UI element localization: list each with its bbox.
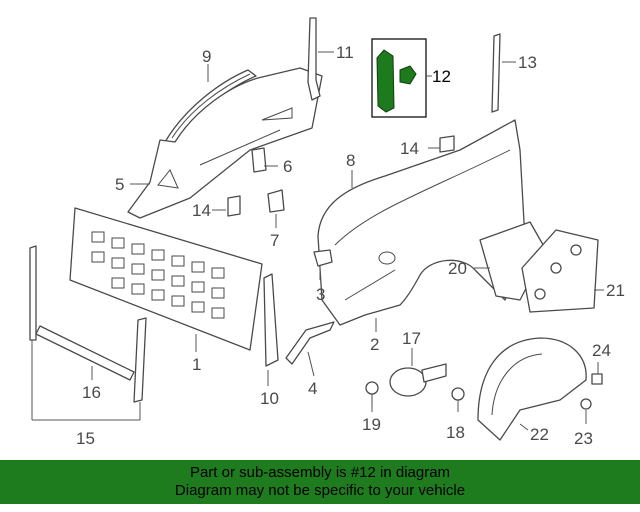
callout-19: 19 [362, 415, 381, 434]
part-7-bracket [267, 189, 285, 213]
part-5-inner-panel [127, 67, 323, 219]
banner-line-2: Diagram may not be specific to your vehi… [174, 482, 466, 499]
callout-24: 24 [592, 341, 611, 360]
part-11-strip [307, 17, 321, 101]
part-12-highlighted [371, 38, 427, 118]
callout-3: 3 [316, 285, 325, 304]
callout-17: 17 [402, 329, 421, 348]
part-3-bracket [313, 249, 333, 267]
callout-14-left: 14 [192, 201, 211, 220]
callout-9: 9 [202, 47, 211, 66]
part-1-bed-panel [69, 207, 263, 351]
callout-23: 23 [574, 429, 593, 448]
part-14-pad-right [439, 135, 455, 153]
callout-1: 1 [192, 355, 201, 374]
part-15-strip-left [29, 245, 37, 341]
callout-6: 6 [283, 157, 292, 176]
part-24-clip [591, 373, 603, 385]
part-16-sill [35, 325, 135, 381]
callout-14-right: 14 [400, 139, 419, 158]
callout-13: 13 [518, 53, 537, 72]
parts-diagram: 9 5 6 7 14 11 12 13 8 14 3 2 1 10 4 16 1… [29, 17, 625, 448]
part-2-outer-panel [317, 119, 526, 326]
part-13-strip [491, 33, 501, 113]
part-22-liner [477, 337, 587, 441]
part-4-seal [285, 321, 335, 365]
part-15-strip-right [133, 317, 147, 403]
part-18-grommet [451, 387, 465, 401]
part-10-pillar [263, 273, 279, 367]
callout-15: 15 [76, 429, 95, 448]
info-banner: Part or sub-assembly is #12 in diagram D… [0, 460, 640, 504]
callout-8: 8 [346, 151, 355, 170]
callout-5: 5 [115, 175, 124, 194]
part-23-clip [580, 398, 592, 410]
banner-line-1: Part or sub-assembly is #12 in diagram [189, 464, 451, 481]
leader-lines [31, 51, 604, 431]
callout-20: 20 [448, 259, 467, 278]
callout-12: 12 [432, 67, 451, 86]
callout-4: 4 [308, 379, 317, 398]
part-6-bracket [251, 147, 267, 173]
callout-21: 21 [606, 281, 625, 300]
callout-7: 7 [270, 231, 279, 250]
part-19-bolt [365, 381, 379, 404]
callout-16: 16 [82, 383, 101, 402]
part-21-kit [521, 229, 599, 313]
part-14-pad-left [227, 195, 241, 217]
callout-22: 22 [530, 425, 549, 444]
callout-10: 10 [260, 389, 279, 408]
callout-18: 18 [446, 423, 465, 442]
callout-2: 2 [370, 335, 379, 354]
part-17-fuel-door [389, 363, 447, 397]
callout-11: 11 [336, 43, 354, 62]
